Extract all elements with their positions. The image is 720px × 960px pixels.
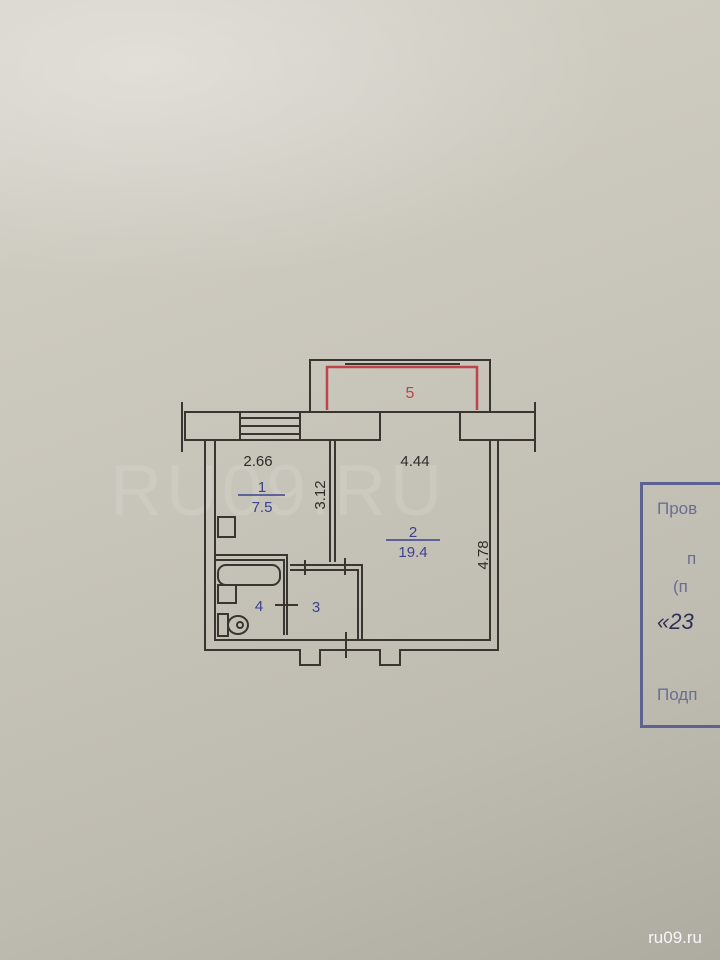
room2-width: 4.44: [400, 453, 429, 470]
stamp-line1: Пров: [657, 499, 698, 518]
room1-number: 1: [258, 479, 266, 496]
stamp-line4: «23: [657, 609, 694, 634]
room4-number: 4: [255, 598, 263, 615]
room1-area: 7.5: [252, 499, 273, 516]
balcony-boundary: [325, 365, 479, 410]
room2-area: 19.4: [398, 544, 427, 561]
balcony-number: 5: [406, 385, 415, 402]
room1-width: 2.66: [243, 453, 272, 470]
top-wall-left: [184, 411, 381, 441]
inner-wall: [214, 440, 491, 641]
toilet-icon: [217, 613, 249, 637]
sink-icon: [217, 584, 237, 604]
balcony-outline: [309, 359, 491, 413]
watermark: RU09.RU: [110, 451, 447, 531]
stamp-line5: Подп: [657, 685, 698, 704]
photo-glare: [0, 0, 720, 320]
stamp-line3: (п: [673, 577, 688, 596]
room2-length: 4.78: [475, 540, 492, 569]
stamp: Пров п (п «23 Подп: [640, 482, 720, 728]
room1-length: 3.12: [312, 480, 329, 509]
room3-number: 3: [312, 599, 320, 616]
site-label: ru09.ru: [648, 928, 702, 947]
stamp-line2: п: [687, 549, 697, 568]
kitchen-sink-icon: [217, 516, 236, 538]
top-wall-right: [459, 411, 536, 441]
partitions: [215, 440, 363, 658]
outer-wall: [204, 440, 499, 666]
room2-number: 2: [409, 524, 417, 541]
window: [239, 412, 301, 440]
bathtub-icon: [217, 564, 281, 586]
